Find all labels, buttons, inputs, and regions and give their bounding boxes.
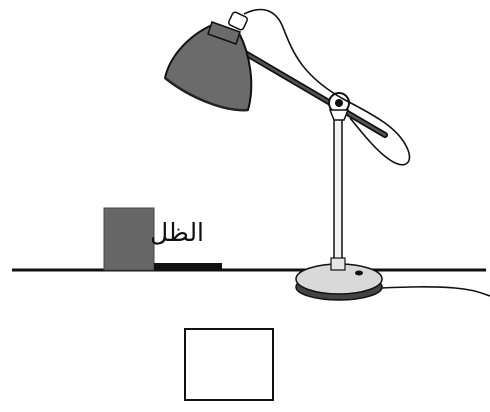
lamp-arm	[240, 50, 385, 135]
shadow-label: الظل	[150, 220, 204, 245]
object-block	[104, 208, 154, 270]
lamp-power-cable	[244, 10, 490, 296]
answer-box[interactable]	[184, 328, 274, 401]
object-shadow	[154, 263, 222, 270]
lamp-pole	[331, 118, 345, 270]
lamp-shade	[165, 11, 251, 110]
